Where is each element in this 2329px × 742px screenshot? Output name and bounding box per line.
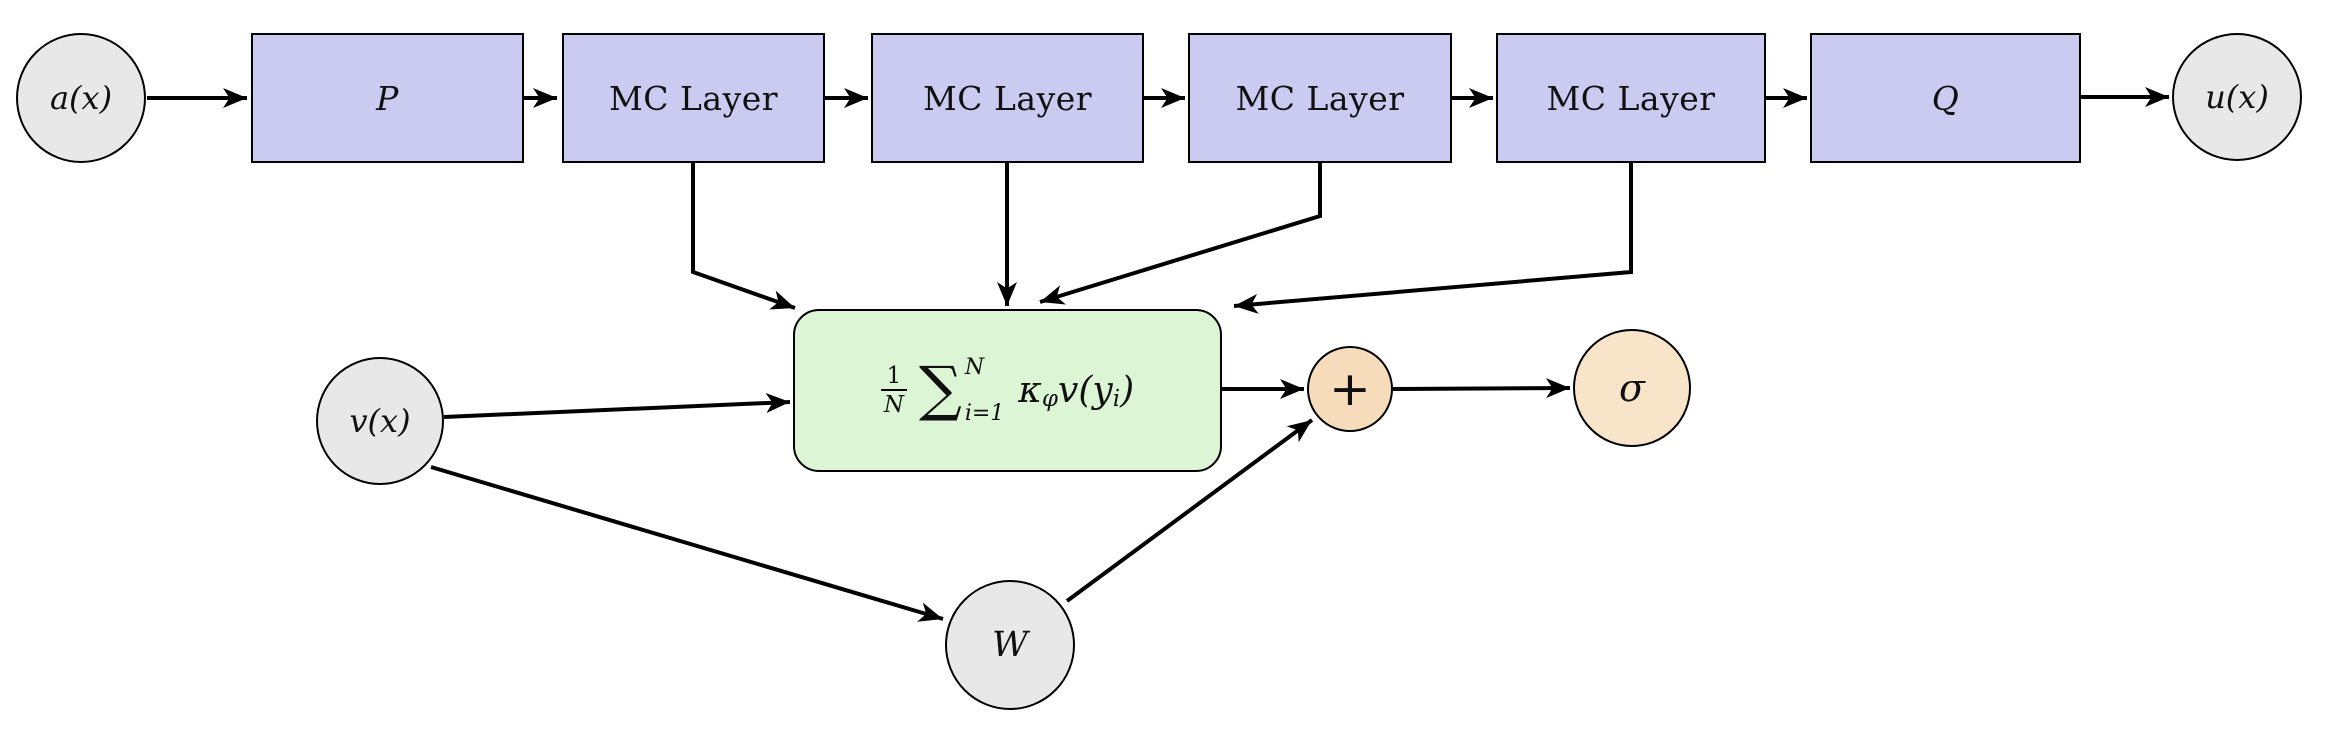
arrow-mc4-to-sum	[1233, 163, 1633, 314]
kernel-kappa-subscript: φ	[1041, 386, 1058, 412]
arrow-v-to-w	[430, 465, 944, 622]
input-node-label: a(x)	[49, 79, 113, 117]
kernel-argument: v(y	[1058, 369, 1113, 411]
kernel-kappa: κ	[1018, 369, 1042, 411]
box-q-label: Q	[1931, 78, 1960, 118]
summation-upper-limit: N	[964, 354, 985, 380]
arrow-w-to-plus	[1065, 418, 1314, 603]
arrow-v-to-sum	[443, 393, 791, 419]
input-node-a: a(x)	[16, 33, 146, 163]
kernel-sum-formula: 1 N ∑ N i=1 κ φ v(y i )	[880, 353, 1135, 426]
box-p-label: P	[376, 78, 399, 118]
arrow-mc1-to-sum	[691, 163, 796, 310]
kernel-argument-close: )	[1120, 369, 1135, 411]
context-node-label: v(x)	[349, 402, 411, 440]
plus-node: +	[1307, 346, 1393, 432]
summation-limits: N i=1	[964, 354, 1005, 426]
weight-node-label: W	[992, 625, 1028, 665]
output-node-label: u(x)	[2205, 78, 2269, 116]
context-node-v: v(x)	[316, 357, 444, 485]
output-node-u: u(x)	[2172, 33, 2302, 161]
fraction-numerator: 1	[886, 362, 902, 389]
kernel-argument-subscript: i	[1112, 386, 1121, 412]
box-mc-layer-1-label: MC Layer	[608, 78, 779, 118]
plus-node-label: +	[1329, 361, 1371, 417]
arrow-plus-to-sigma	[1392, 378, 1571, 399]
weight-node-w: W	[945, 580, 1075, 710]
box-mc-layer-3-label: MC Layer	[1235, 78, 1405, 118]
sigma-activation-node: σ	[1573, 329, 1691, 447]
summation-lower-limit: i=1	[964, 400, 1005, 426]
box-mc-layer-3: MC Layer	[1188, 33, 1452, 163]
box-p: P	[251, 33, 524, 163]
formula-fraction: 1 N	[880, 362, 907, 419]
kernel-sum-box: 1 N ∑ N i=1 κ φ v(y i )	[793, 309, 1222, 472]
fraction-denominator: N	[880, 389, 907, 418]
sigma-node-label: σ	[1619, 366, 1645, 410]
box-mc-layer-4-label: MC Layer	[1546, 78, 1716, 118]
box-mc-layer-1: MC Layer	[562, 33, 825, 163]
box-mc-layer-4: MC Layer	[1496, 33, 1766, 163]
box-q: Q	[1810, 33, 2081, 163]
summation-symbol: ∑	[918, 353, 962, 424]
box-mc-layer-2: MC Layer	[871, 33, 1144, 163]
box-mc-layer-2-label: MC Layer	[922, 78, 1093, 118]
arrow-mc3-to-sum	[1039, 163, 1322, 305]
